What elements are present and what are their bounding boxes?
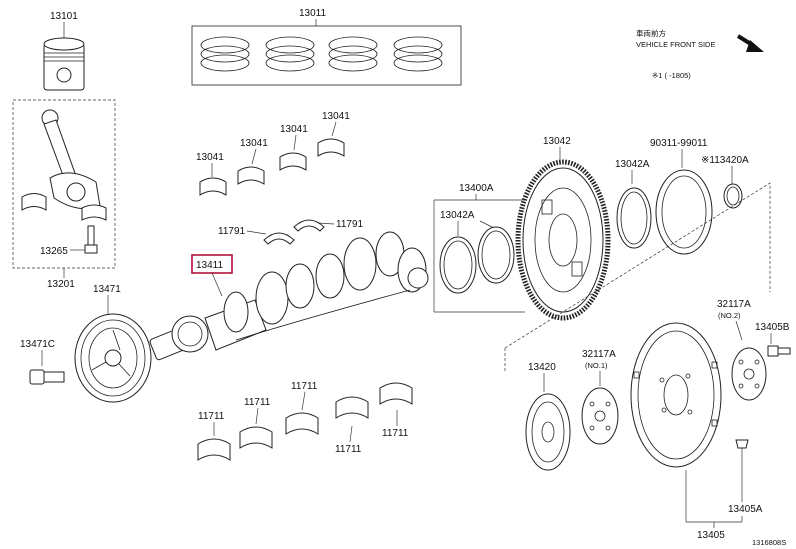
conrod-bearing-shell[interactable] (21, 193, 107, 221)
label-conrod-bearing-a[interactable]: 13041 (196, 152, 224, 163)
rear-group-outline (504, 182, 771, 372)
ring-gear[interactable] (515, 159, 611, 321)
label-conrod-bearing-d[interactable]: 13041 (322, 111, 350, 122)
front-direction-arrow-icon (736, 34, 764, 52)
label-spacer-right[interactable]: 13042A (615, 159, 650, 170)
drawing-code: 1316808S (752, 538, 786, 547)
label-main-bearing-2[interactable]: 11711 (244, 397, 271, 408)
ring-set-box (191, 25, 462, 86)
conrod-bearing-d[interactable] (317, 138, 345, 157)
front-side-en: VEHICLE FRONT SIDE (636, 40, 715, 49)
label-thrust-washer-right[interactable]: 11791 (336, 219, 364, 230)
label-spacer-no1[interactable]: 32117A (582, 349, 616, 360)
label-damper[interactable]: 13420 (528, 362, 556, 373)
conrod-bolt[interactable] (84, 225, 98, 254)
label-gear-set[interactable]: 13400A (459, 183, 494, 194)
label-conrod-bearing-c[interactable]: 13041 (280, 124, 308, 135)
label-drive-plate-sub[interactable]: 13405A (728, 504, 763, 515)
main-bearing-5[interactable] (379, 382, 413, 405)
label-main-bearing-4[interactable]: 11711 (335, 444, 362, 455)
label-ring-set[interactable]: 13011 (299, 8, 327, 19)
label-drive-plate[interactable]: 13405 (697, 530, 725, 541)
label-piston[interactable]: 13101 (50, 11, 78, 22)
thrust-washer-left[interactable] (263, 232, 295, 245)
damper-plate[interactable] (525, 393, 571, 471)
label-pulley-bolt[interactable]: 13471C (20, 339, 55, 350)
spacer-rear[interactable] (616, 187, 652, 249)
drive-plate-clip[interactable] (735, 439, 749, 449)
label-spacer-no2-sub[interactable]: (NO.2) (718, 311, 741, 320)
label-pulley[interactable]: 13471 (93, 284, 121, 295)
label-main-bearing-1[interactable]: 11711 (198, 411, 225, 422)
spacer-right[interactable] (477, 226, 515, 284)
label-spacer-left[interactable]: 13042A (440, 210, 475, 221)
label-ring-gear[interactable]: 13042 (543, 136, 571, 147)
label-thrust-washer-left[interactable]: 11791 (218, 226, 246, 237)
piston-rings[interactable] (200, 36, 443, 72)
piston[interactable] (43, 37, 85, 91)
drive-plate[interactable] (630, 322, 722, 468)
main-bearing-3[interactable] (285, 412, 319, 435)
main-bearing-1[interactable] (197, 438, 231, 461)
conrod-bearing-c[interactable] (279, 152, 307, 171)
spacer-left[interactable] (439, 236, 477, 294)
label-main-bearing-5[interactable]: 11711 (382, 428, 409, 439)
crank-pulley[interactable] (74, 313, 152, 403)
label-crankshaft[interactable]: 13411 (196, 260, 224, 271)
pulley-bolt[interactable] (29, 369, 65, 385)
label-conrod-bolt[interactable]: 13265 (40, 246, 68, 257)
o-ring[interactable] (723, 183, 743, 209)
spacer-no2[interactable] (731, 347, 767, 401)
supersession-note: ※1 ( -1805) (652, 71, 691, 80)
thrust-washer-right[interactable] (293, 219, 325, 232)
label-conrod-assy[interactable]: 13201 (47, 279, 75, 290)
drive-plate-bolt[interactable] (767, 345, 791, 357)
crankshaft[interactable] (149, 231, 429, 361)
label-conrod-bearing-b[interactable]: 13041 (240, 138, 268, 149)
label-spacer-no2[interactable]: 32117A (717, 299, 751, 310)
conrod-bearing-a[interactable] (199, 177, 227, 196)
front-side-jp: 車両前方 (636, 28, 666, 38)
label-drive-plate-bolt[interactable]: 13405B (755, 322, 790, 333)
label-spacer-no1-sub[interactable]: (NO.1) (585, 361, 608, 370)
connecting-rod[interactable] (41, 109, 101, 210)
spacer-no1[interactable] (581, 387, 619, 445)
main-bearing-4[interactable] (335, 396, 369, 419)
label-main-bearing-3[interactable]: 11711 (291, 381, 318, 392)
conrod-bearing-b[interactable] (237, 166, 265, 185)
main-bearing-2[interactable] (239, 426, 273, 449)
label-oring[interactable]: ※113420A (701, 155, 749, 166)
label-oil-seal[interactable]: 90311-99011 (650, 138, 708, 149)
oil-seal[interactable] (655, 169, 713, 255)
